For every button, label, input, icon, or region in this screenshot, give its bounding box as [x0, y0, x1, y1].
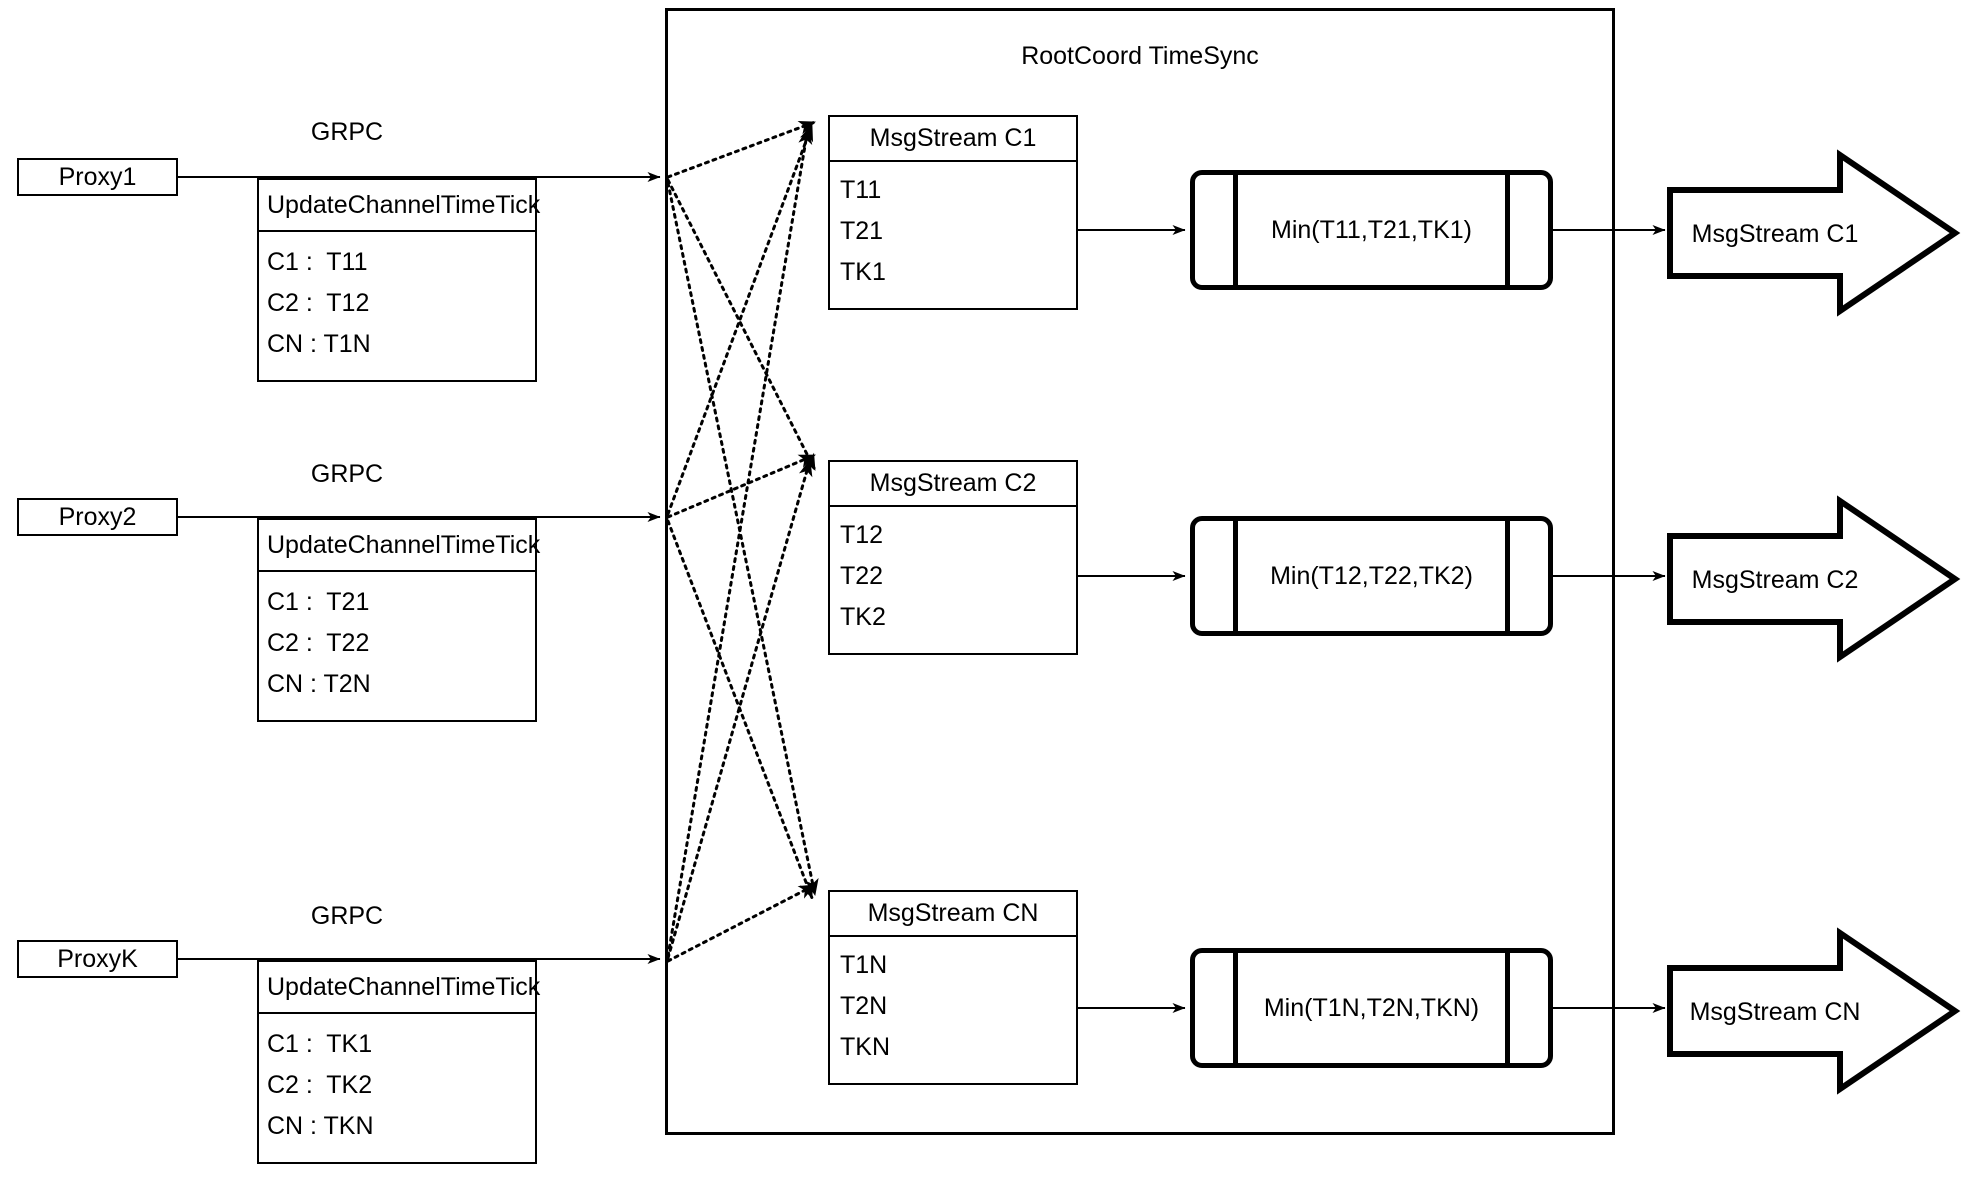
- grpc-label-2: GRPC: [310, 460, 384, 488]
- output-label-3: MsgStream CN: [1689, 998, 1861, 1026]
- proxy-label-3: ProxyK: [57, 944, 138, 973]
- msgstream-body-3: T1N T2N TKN: [830, 937, 1076, 1083]
- msgstream-row: TK1: [840, 258, 886, 286]
- update-channel-timetick-table-3: UpdateChannelTimeTick C1 : TK1 C2 : TK2 …: [257, 960, 540, 1164]
- min-process-3: Min(T1N,T2N,TKN): [1190, 948, 1553, 1068]
- msgstream-row: T2N: [840, 992, 888, 1020]
- msgstream-title-2: MsgStream C2: [830, 462, 1076, 507]
- msgstream-row: TK2: [840, 603, 886, 631]
- output-label-1: MsgStream C1: [1691, 220, 1859, 248]
- uct-row: C2 : TK2: [267, 1071, 373, 1099]
- msgstream-row: T22: [840, 562, 884, 590]
- proxy-box-1[interactable]: Proxy1: [17, 158, 178, 196]
- uct-body-1: C1 : T11 C2 : T12 CN : T1N: [259, 232, 535, 380]
- proxy-box-3[interactable]: ProxyK: [17, 940, 178, 978]
- grpc-label-1: GRPC: [310, 118, 384, 146]
- msgstream-table-1: MsgStream C1 T11 T21 TK1: [828, 115, 1078, 310]
- msgstream-body-2: T12 T22 TK2: [830, 507, 1076, 653]
- process-bar-right-icon: [1505, 520, 1510, 632]
- min-label-1: Min(T11,T21,TK1): [1271, 215, 1472, 244]
- msgstream-row: T21: [840, 217, 884, 245]
- proxy-label-2: Proxy2: [58, 502, 137, 531]
- process-bar-left-icon: [1233, 520, 1238, 632]
- uct-body-2: C1 : T21 C2 : T22 CN : T2N: [259, 572, 535, 720]
- uct-row: C2 : T12: [267, 289, 370, 317]
- proxy-box-2[interactable]: Proxy2: [17, 498, 178, 536]
- process-bar-left-icon: [1233, 174, 1238, 286]
- process-bar-right-icon: [1505, 952, 1510, 1064]
- min-label-3: Min(T1N,T2N,TKN): [1263, 993, 1480, 1022]
- process-bar-left-icon: [1233, 952, 1238, 1064]
- msgstream-row: T12: [840, 521, 884, 549]
- min-label-2: Min(T12,T22,TK2): [1270, 561, 1473, 590]
- msgstream-row: T11: [840, 176, 882, 204]
- msgstream-body-1: T11 T21 TK1: [830, 162, 1076, 308]
- uct-row: CN : T2N: [267, 670, 371, 698]
- min-process-1: Min(T11,T21,TK1): [1190, 170, 1553, 290]
- uct-row: CN : TKN: [267, 1112, 374, 1140]
- msgstream-title-1: MsgStream C1: [830, 117, 1076, 162]
- msgstream-table-2: MsgStream C2 T12 T22 TK2: [828, 460, 1078, 655]
- min-process-2: Min(T12,T22,TK2): [1190, 516, 1553, 636]
- uct-title-2: UpdateChannelTimeTick: [259, 520, 540, 572]
- output-label-2: MsgStream C2: [1691, 566, 1859, 594]
- proxy-label-1: Proxy1: [58, 162, 137, 191]
- grpc-label-3: GRPC: [310, 902, 384, 930]
- update-channel-timetick-table-1: UpdateChannelTimeTick C1 : T11 C2 : T12 …: [257, 178, 540, 382]
- uct-title-1: UpdateChannelTimeTick: [259, 180, 540, 232]
- update-channel-timetick-table-2: UpdateChannelTimeTick C1 : T21 C2 : T22 …: [257, 518, 540, 722]
- msgstream-table-3: MsgStream CN T1N T2N TKN: [828, 890, 1078, 1085]
- uct-row: C1 : T11: [267, 248, 368, 276]
- msgstream-title-3: MsgStream CN: [830, 892, 1076, 937]
- rootcoord-timesync-title: RootCoord TimeSync: [1021, 42, 1259, 70]
- msgstream-row: TKN: [840, 1033, 890, 1061]
- uct-row: C1 : TK1: [267, 1030, 373, 1058]
- uct-row: C2 : T22: [267, 629, 370, 657]
- uct-row: CN : T1N: [267, 330, 371, 358]
- rootcoord-timesync-container: [665, 8, 1615, 1135]
- process-bar-right-icon: [1505, 174, 1510, 286]
- uct-row: C1 : T21: [267, 588, 370, 616]
- msgstream-row: T1N: [840, 951, 888, 979]
- uct-title-3: UpdateChannelTimeTick: [259, 962, 540, 1014]
- uct-body-3: C1 : TK1 C2 : TK2 CN : TKN: [259, 1014, 535, 1162]
